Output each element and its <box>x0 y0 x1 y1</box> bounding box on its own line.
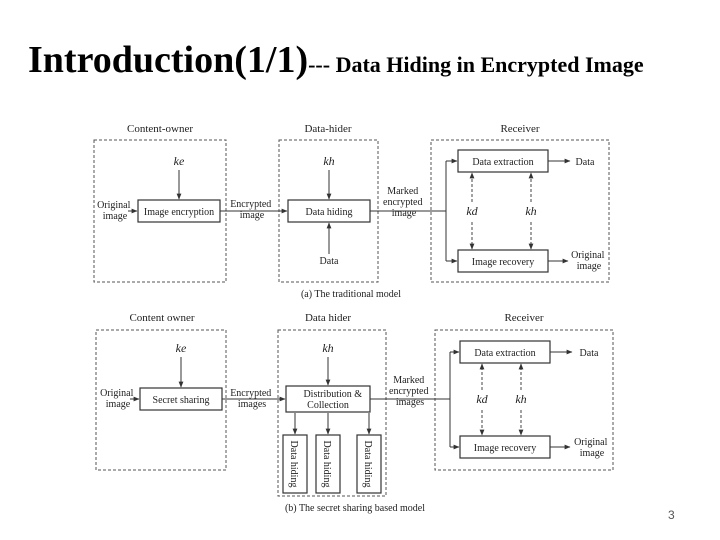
page-number: 3 <box>668 508 675 522</box>
encrypted-image-label-a: Encrypted image <box>230 199 274 221</box>
content-owner-region-b <box>95 329 227 471</box>
distribution-collection-label-b: Distribution & Collection <box>303 389 364 411</box>
slide-title-sub: --- Data Hiding in Encrypted Image <box>308 52 644 77</box>
data-hider-region-b <box>277 329 387 497</box>
receiver-region-b <box>434 329 614 471</box>
key-kh2-b: kh <box>515 392 526 406</box>
key-ke-b: ke <box>176 341 187 355</box>
encrypted-images-label-b: Encrypted images <box>230 388 274 410</box>
data-hiding-box-b-3 <box>356 434 382 494</box>
data-output-label-b: Data <box>580 348 599 359</box>
header-receiver-a: Receiver <box>500 123 539 135</box>
data-hiding-box-b-2 <box>315 434 341 494</box>
key-ke-a: ke <box>174 154 185 168</box>
data-input-label-a: Data <box>320 256 339 267</box>
image-recovery-label-b: Image recovery <box>474 443 536 454</box>
data-hiding-label-b-3: Data hiding <box>362 441 373 488</box>
data-hiding-label-b-2: Data hiding <box>321 441 332 488</box>
traditional-model-diagram: Content-owner Data-hider Receiver ke kh … <box>93 123 610 300</box>
header-receiver-b: Receiver <box>504 312 543 324</box>
caption-b: (b) The secret sharing based model <box>285 503 425 514</box>
slide-title: Introduction(1/1)--- Data Hiding in Encr… <box>28 38 644 82</box>
slide-title-main: Introduction(1/1) <box>28 39 309 81</box>
image-recovery-label-a: Image recovery <box>472 257 534 268</box>
image-encryption-label-a: Image encryption <box>144 207 214 218</box>
header-content-owner-a: Content-owner <box>127 123 193 135</box>
key-kd-b: kd <box>476 392 488 406</box>
original-image-output-label-a: Original image <box>571 250 607 272</box>
data-extraction-label-b: Data extraction <box>474 348 535 359</box>
key-kd-a: kd <box>466 204 478 218</box>
secret-sharing-model-diagram: Content owner Data hider Receiver ke kh … <box>95 312 614 514</box>
header-data-hider-b: Data hider <box>305 312 351 324</box>
data-extraction-label-a: Data extraction <box>472 157 533 168</box>
secret-sharing-label-b: Secret sharing <box>153 395 210 406</box>
distribution-collection-box-b <box>285 385 371 413</box>
original-image-label-a: Original image <box>97 200 133 222</box>
data-hiding-box-b-1 <box>282 434 308 494</box>
header-data-hider-a: Data-hider <box>304 123 351 135</box>
caption-a: (a) The traditional model <box>301 289 401 300</box>
original-image-label-b: Original image <box>100 388 136 410</box>
data-hiding-label-b-1: Data hiding <box>288 441 299 488</box>
key-kh-b: kh <box>322 341 333 355</box>
data-output-label-a: Data <box>576 157 595 168</box>
key-kh-a: kh <box>323 154 334 168</box>
header-content-owner-b: Content owner <box>129 312 194 324</box>
data-hiding-label-a: Data hiding <box>306 207 353 218</box>
key-kh2-a: kh <box>525 204 536 218</box>
original-image-output-label-b: Original image <box>574 437 610 459</box>
marked-encrypted-image-label-a: Marked encrypted image <box>383 186 425 219</box>
marked-encrypted-images-label-b: Marked encrypted images <box>389 375 431 408</box>
